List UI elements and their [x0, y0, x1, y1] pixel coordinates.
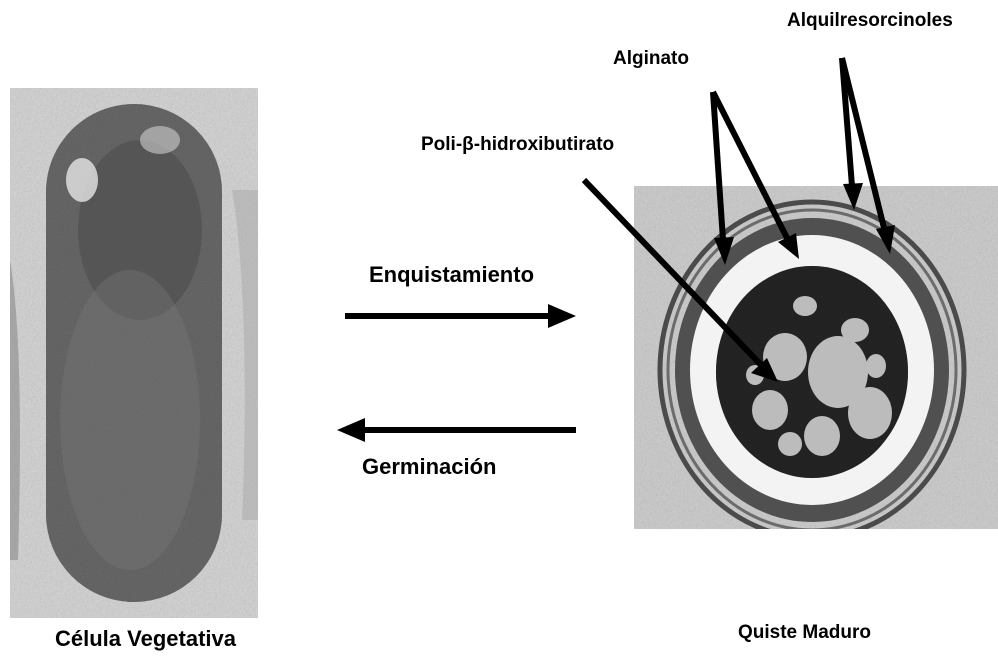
germination-arrow — [337, 418, 576, 442]
vegetative-cell-label: Célula Vegetativa — [55, 626, 236, 652]
encystment-arrow — [345, 304, 576, 328]
alkylresorcinols-label: Alquilresorcinoles — [787, 10, 953, 32]
encystment-label: Enquistamiento — [369, 262, 534, 288]
phb-label: Poli-β-hidroxibutirato — [421, 134, 614, 156]
mature-cyst-label: Quiste Maduro — [738, 622, 871, 644]
germination-label: Germinación — [362, 454, 496, 480]
alginate-label: Alginato — [613, 48, 689, 70]
mature-cyst-image — [634, 186, 998, 538]
vegetative-cell-image — [10, 88, 258, 618]
